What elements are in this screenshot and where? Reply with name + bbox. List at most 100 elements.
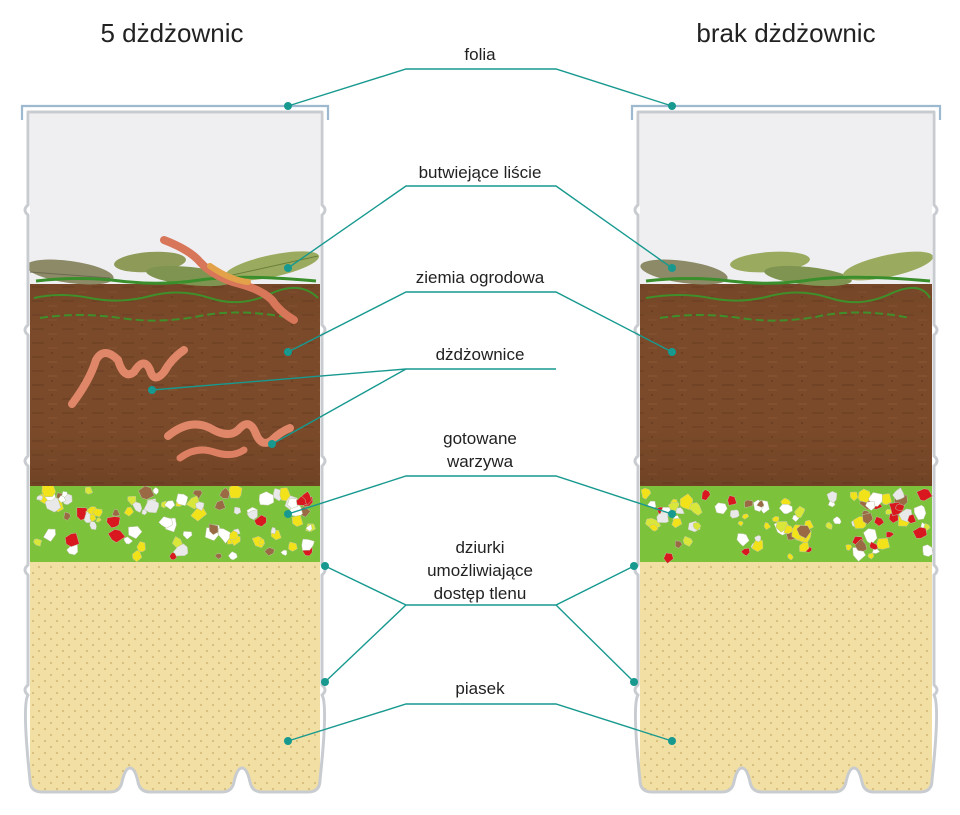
foil-cap-left <box>20 104 330 120</box>
vegetable-piece <box>787 552 794 561</box>
vegetable-piece <box>744 499 754 508</box>
vegetable-piece <box>740 547 751 557</box>
vegetable-piece <box>667 501 680 512</box>
vegetable-piece <box>164 500 176 510</box>
vegetable-piece <box>922 544 934 557</box>
vegetable-piece <box>33 538 43 547</box>
vegetable-piece <box>679 493 694 511</box>
container-right <box>630 104 942 794</box>
vegetable-piece <box>128 526 143 540</box>
vegetable-piece <box>253 514 267 527</box>
vegetable-piece <box>64 532 80 547</box>
vegetable-piece <box>217 528 233 544</box>
vegetable-piece <box>301 538 315 551</box>
label-vegetables-line2: warzywa <box>446 452 514 471</box>
vegetable-piece <box>107 529 126 543</box>
label-holes-line1: dziurki <box>455 538 504 557</box>
vegetable-piece <box>192 489 203 499</box>
vegetable-piece <box>233 506 242 515</box>
vegetable-piece <box>305 523 313 532</box>
vegetable-piece <box>89 514 97 523</box>
label-soil: ziemia ogrodowa <box>284 268 676 356</box>
vegetable-piece <box>195 501 205 512</box>
vegetable-piece <box>772 516 780 523</box>
vegetable-piece <box>675 507 685 514</box>
vegetable-piece <box>106 516 121 529</box>
vegetable-piece <box>227 551 238 561</box>
label-soil-text: ziemia ogrodowa <box>416 268 545 287</box>
vegetable-piece <box>867 552 875 560</box>
vegetable-piece <box>674 540 683 549</box>
vegetable-piece <box>279 487 291 502</box>
worms <box>68 236 298 462</box>
vegetable-piece <box>296 495 307 506</box>
vegetable-piece <box>291 514 304 527</box>
vegetable-piece <box>741 513 750 520</box>
vegetable-piece <box>729 509 740 519</box>
vegetable-piece <box>869 541 879 550</box>
vegetable-piece <box>173 543 189 557</box>
label-foil: folia <box>284 45 676 110</box>
vegetable-piece <box>873 516 885 527</box>
vegetable-piece <box>85 486 94 495</box>
vegetable-piece <box>916 488 933 502</box>
vegetable-piece <box>160 500 168 509</box>
vegetable-piece <box>158 516 173 529</box>
sand-layer <box>640 562 932 792</box>
leaf-litter <box>26 251 320 287</box>
vegetable-piece <box>727 495 738 506</box>
vegetable-piece <box>169 552 178 561</box>
sand-layer <box>30 562 320 792</box>
vegetable-piece <box>152 486 159 495</box>
vegetable-piece <box>778 503 793 515</box>
label-leaves-text: butwiejące liście <box>419 163 542 182</box>
vegetable-piece <box>754 535 762 543</box>
vegetable-piece <box>264 547 275 557</box>
vegetable-piece <box>214 499 226 511</box>
vegetable-piece <box>175 493 189 506</box>
vegetable-piece <box>845 544 853 551</box>
title-left: 5 dżdżownic <box>100 18 243 48</box>
vegetable-piece <box>123 507 135 517</box>
vegetable-piece <box>288 541 298 552</box>
vegetable-layer <box>30 483 320 563</box>
vegetable-layer <box>640 486 934 564</box>
vegetable-piece <box>270 526 277 535</box>
label-worms: dżdżownice <box>148 345 556 448</box>
title-right: brak dżdżownic <box>696 18 875 48</box>
vegetable-piece <box>892 487 905 501</box>
worm-3 <box>164 420 294 447</box>
vegetable-piece <box>182 531 193 540</box>
vegetable-piece <box>913 504 927 521</box>
vegetable-piece <box>89 520 97 530</box>
label-sand-text: piasek <box>455 679 505 698</box>
vegetable-piece <box>799 542 810 553</box>
bottle-wall-right <box>633 110 939 794</box>
label-holes-line3: dostęp tlenu <box>434 584 527 603</box>
vegetable-piece <box>783 524 794 534</box>
vegetable-piece <box>912 526 928 539</box>
soil-layer <box>640 284 932 486</box>
worm-1 <box>160 236 298 324</box>
label-vegetables: gotowane warzywa <box>284 429 676 518</box>
vegetable-piece <box>756 499 765 508</box>
vegetable-piece <box>63 511 71 521</box>
vegetable-piece <box>214 553 223 560</box>
vegetable-piece <box>92 508 103 518</box>
vegetable-piece <box>871 548 881 554</box>
vegetable-piece <box>208 523 219 536</box>
vegetable-piece <box>862 512 874 525</box>
container-left <box>20 104 330 794</box>
vegetable-piece <box>287 497 298 509</box>
vegetable-piece <box>832 516 842 525</box>
vegetable-piece <box>907 513 917 524</box>
vegetable-piece <box>663 552 674 564</box>
vegetable-piece <box>849 491 859 502</box>
vegetable-piece <box>701 489 711 501</box>
vegetable-piece <box>136 541 146 552</box>
vegetable-piece <box>874 538 891 550</box>
vegetable-piece <box>258 491 274 506</box>
vegetable-piece <box>640 487 652 500</box>
worm-2 <box>68 346 188 408</box>
vegetable-piece <box>280 549 288 556</box>
